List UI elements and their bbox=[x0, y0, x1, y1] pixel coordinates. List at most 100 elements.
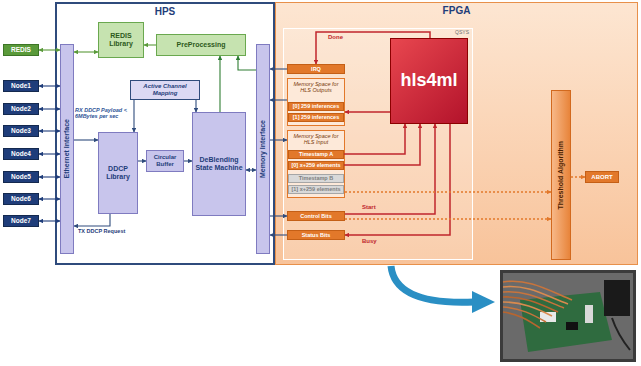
node-text: QSYS bbox=[455, 30, 469, 36]
state-machine-box: DeBlending State Machine bbox=[192, 112, 246, 216]
connector bbox=[270, 234, 287, 235]
node-text: Timestamp B bbox=[299, 175, 333, 181]
node-text: IRQ bbox=[311, 66, 321, 72]
connector bbox=[133, 100, 134, 132]
connector bbox=[345, 218, 551, 220]
connector bbox=[344, 124, 405, 154]
connector bbox=[138, 160, 146, 161]
interface-bar: Memory Interface bbox=[256, 44, 270, 254]
software-block: REDIS Library bbox=[98, 22, 144, 58]
node-text: Node1 bbox=[11, 82, 31, 89]
network-node: Node1 bbox=[3, 80, 39, 92]
register-bar: [0] x+259 elements bbox=[288, 161, 344, 170]
register-bar: [0] 259 inferences bbox=[288, 102, 344, 111]
algorithm-bar: Threshold Algorithm bbox=[551, 90, 571, 260]
power-supply bbox=[604, 280, 630, 316]
register-bar-inactive: [1] x+259 elements bbox=[288, 185, 344, 194]
hls4ml-core: hls4ml bbox=[390, 38, 468, 124]
node-text: FPGA bbox=[443, 5, 471, 16]
connector bbox=[238, 56, 256, 70]
network-node: Node5 bbox=[3, 171, 39, 183]
copper-wire bbox=[503, 292, 564, 308]
node-text: Threshold Algorithm bbox=[557, 141, 565, 210]
external-system: REDIS bbox=[3, 44, 39, 56]
connector bbox=[270, 139, 287, 140]
node-text: Node3 bbox=[11, 127, 31, 134]
connector bbox=[270, 99, 287, 100]
connector bbox=[345, 124, 435, 214]
software-block: DDCP Library bbox=[98, 132, 138, 214]
fpga-panel: FPGA QSYS IRQ Memory Space for HLS Outputs [… bbox=[275, 2, 638, 265]
node-text: Memory Space for HLS Outputs bbox=[290, 81, 342, 93]
node-text: Timestamp A bbox=[299, 151, 333, 157]
connector bbox=[39, 49, 60, 50]
node-text: Circular Buffer bbox=[149, 154, 181, 167]
mapping-box: Active Channel Mapping bbox=[130, 80, 200, 100]
register-bar: Timestamp A bbox=[288, 150, 344, 159]
network-node: Node7 bbox=[3, 215, 39, 227]
hardware-photo bbox=[500, 270, 636, 362]
edge-label: TX DDCP Request bbox=[78, 228, 125, 234]
memory-region: Memory Space for HLS InputTimestamp A [0]… bbox=[287, 130, 345, 198]
connector bbox=[270, 68, 287, 69]
flow-arrow-shaft bbox=[391, 266, 474, 302]
board-connector bbox=[585, 305, 593, 323]
network-node: Node4 bbox=[3, 148, 39, 160]
node-text: DDCP Library bbox=[101, 165, 135, 180]
connector bbox=[219, 56, 220, 112]
connector bbox=[39, 220, 60, 221]
connector bbox=[39, 108, 60, 109]
register-bar: Status Bits bbox=[287, 230, 345, 240]
edge-label: Busy bbox=[362, 238, 377, 245]
node-text: HPS bbox=[155, 6, 176, 17]
circuit-board bbox=[520, 292, 612, 352]
edge-label: Done bbox=[328, 34, 343, 41]
connector bbox=[270, 215, 287, 216]
memory-region: Memory Space for HLS Outputs [0] 259 infe… bbox=[287, 78, 345, 126]
flow-arrow-head bbox=[472, 291, 495, 313]
qsys-region: QSYS IRQ Memory Space for HLS Outputs [0] 2… bbox=[283, 28, 473, 260]
network-node: Node6 bbox=[3, 193, 39, 205]
node-text: Node4 bbox=[11, 150, 31, 157]
node-text: Ethernet Interface bbox=[63, 119, 71, 179]
connector bbox=[39, 176, 60, 177]
connector bbox=[316, 32, 430, 64]
node-text: ABORT bbox=[591, 174, 612, 181]
node-text: REDIS bbox=[11, 46, 31, 53]
copper-wire bbox=[503, 312, 540, 328]
connector bbox=[39, 130, 60, 131]
register-bar-inactive: Timestamp B bbox=[288, 174, 344, 183]
connector bbox=[246, 169, 256, 170]
software-block: PreProcessing bbox=[156, 34, 246, 56]
node-text: Status Bits bbox=[302, 232, 331, 238]
buffer-box: Circular Buffer bbox=[146, 150, 184, 172]
connector bbox=[74, 139, 98, 140]
connector bbox=[39, 198, 60, 199]
connector bbox=[571, 176, 585, 178]
node-text: Node6 bbox=[11, 195, 31, 202]
connector bbox=[184, 160, 192, 161]
node-text: hls4ml bbox=[400, 71, 457, 91]
node-text: DeBlending State Machine bbox=[195, 156, 243, 171]
connector bbox=[74, 51, 98, 52]
node-text: [1] 259 inferences bbox=[293, 114, 339, 120]
node-text: Active Channel Mapping bbox=[133, 83, 197, 96]
interface-bar: Ethernet Interface bbox=[60, 44, 74, 254]
network-node: Node3 bbox=[3, 125, 39, 137]
node-text: REDIS Library bbox=[101, 32, 141, 47]
copper-wire bbox=[503, 297, 558, 312]
node-text: Node7 bbox=[11, 217, 31, 224]
connector bbox=[195, 100, 196, 112]
node-text: Control Bits bbox=[300, 213, 331, 219]
connector bbox=[345, 191, 551, 193]
connector bbox=[74, 214, 110, 226]
edge-label: RX DDCP Payload < 6MBytes per sec bbox=[75, 107, 131, 119]
board-chip bbox=[566, 322, 578, 330]
node-text: Memory Space for HLS Input bbox=[290, 133, 342, 145]
node-text: Memory Interface bbox=[259, 120, 267, 178]
connector bbox=[39, 153, 60, 154]
node-text: [0] x+259 elements bbox=[291, 162, 340, 168]
photo-frame bbox=[500, 270, 636, 362]
